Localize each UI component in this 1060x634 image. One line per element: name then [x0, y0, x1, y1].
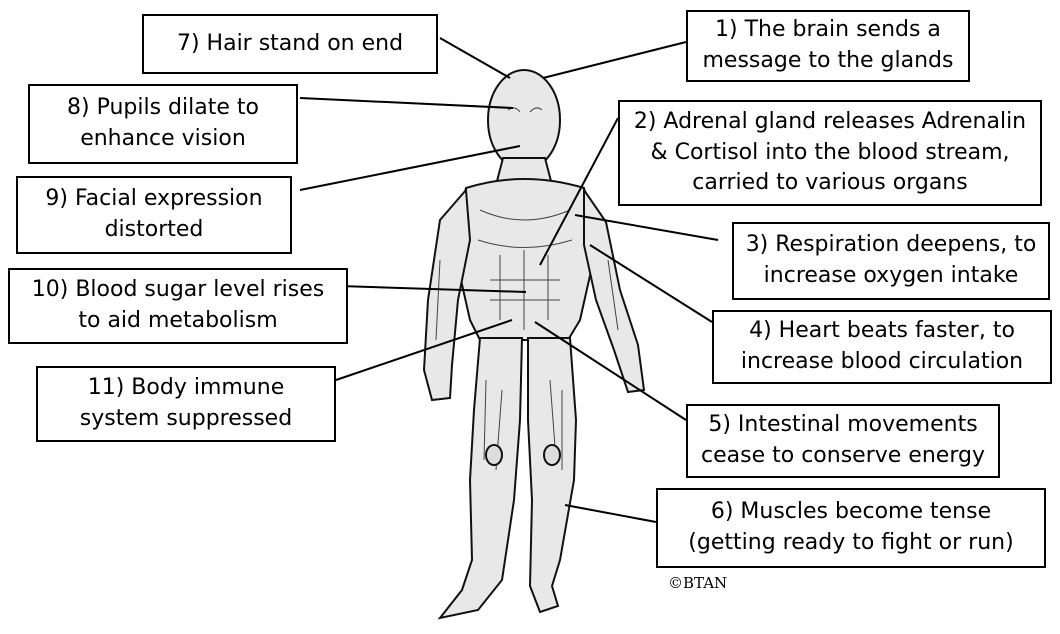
figure-torso [452, 179, 598, 340]
label-adrenal-gland: 2) Adrenal gland releases Adrenalin & Co… [618, 100, 1042, 206]
figure-right-leg [528, 338, 576, 612]
label-text: 8) Pupils dilate to enhance vision [67, 93, 259, 155]
label-respiration: 3) Respiration deepens, to increase oxyg… [732, 222, 1050, 300]
label-text: 4) Heart beats faster, to increase blood… [741, 316, 1023, 378]
label-facial-expression: 9) Facial expression distorted [16, 176, 292, 254]
label-immune: 11) Body immune system suppressed [36, 366, 336, 442]
label-muscles: 6) Muscles become tense (getting ready t… [656, 488, 1046, 568]
label-intestinal: 5) Intestinal movements cease to conserv… [686, 404, 1000, 478]
label-text: 2) Adrenal gland releases Adrenalin & Co… [634, 107, 1026, 199]
copyright-text: ©BTAN [668, 574, 727, 592]
figure-head [488, 70, 560, 170]
label-text: 1) The brain sends a message to the glan… [703, 15, 954, 77]
label-text: 5) Intestinal movements cease to conserv… [701, 410, 985, 472]
label-heart: 4) Heart beats faster, to increase blood… [712, 310, 1052, 384]
label-text: 6) Muscles become tense (getting ready t… [688, 497, 1013, 559]
leader-line-1 [543, 42, 686, 78]
label-text: 3) Respiration deepens, to increase oxyg… [746, 230, 1037, 292]
leader-line-8 [300, 98, 513, 108]
label-text: 11) Body immune system suppressed [80, 373, 292, 435]
figure-left-arm [424, 190, 470, 400]
human-muscle-figure [424, 70, 644, 618]
label-text: 7) Hair stand on end [177, 29, 403, 60]
label-hair: 7) Hair stand on end [142, 14, 438, 74]
label-text: 9) Facial expression distorted [45, 184, 262, 246]
label-brain-message: 1) The brain sends a message to the glan… [686, 10, 970, 82]
label-blood-sugar: 10) Blood sugar level rises to aid metab… [8, 268, 348, 344]
label-text: 10) Blood sugar level rises to aid metab… [32, 275, 324, 337]
leader-line-7 [440, 38, 510, 78]
leader-line-6 [565, 505, 656, 522]
figure-right-arm [584, 190, 644, 392]
label-pupils: 8) Pupils dilate to enhance vision [28, 84, 298, 164]
figure-left-leg [440, 338, 522, 618]
